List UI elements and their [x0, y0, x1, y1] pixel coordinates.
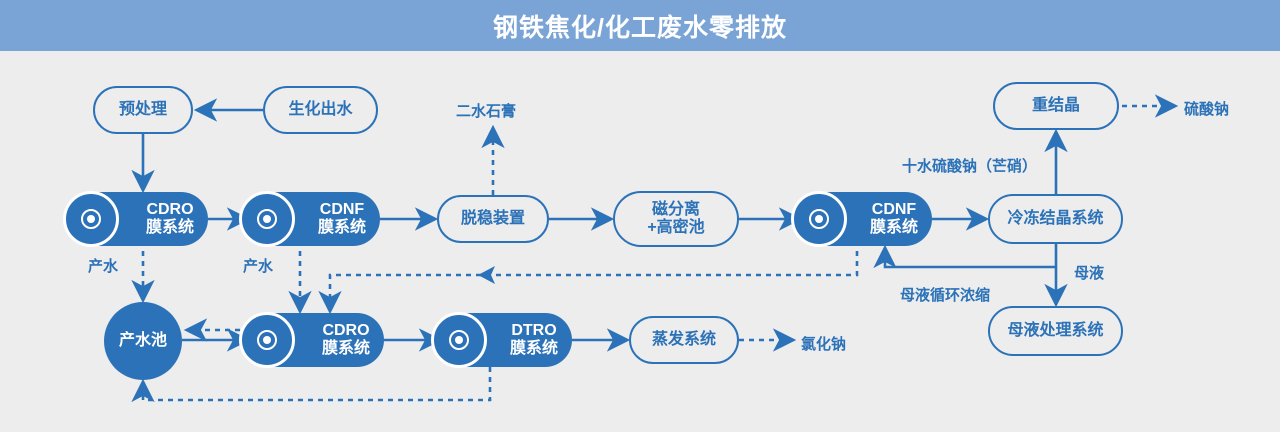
label-product-water-1: 产水	[88, 258, 119, 275]
node-label: 生化出水	[288, 101, 353, 119]
node-recrystallize[interactable]: 重结晶	[993, 82, 1119, 130]
membrane-disc-icon	[239, 191, 295, 247]
node-label: 脱稳装置	[460, 210, 525, 228]
node-evaporation-system[interactable]: 蒸发系统	[629, 316, 739, 364]
membrane-disc-icon	[431, 312, 487, 368]
membrane-disc-icon	[239, 312, 295, 368]
wire-cdnf2-recycle-to-cdro2	[318, 251, 859, 315]
node-destab-unit[interactable]: 脱稳装置	[437, 195, 549, 243]
node-label: 重结晶	[1031, 97, 1080, 115]
node-label: 预处理	[118, 101, 167, 119]
label-mirabilite: 十水硫酸钠（芒硝）	[902, 158, 1038, 175]
wire-dtro-bottom-to-pond	[131, 367, 492, 403]
node-mother-liquor-system[interactable]: 母液处理系统	[988, 306, 1123, 356]
label-mother-liquor: 母液	[1074, 265, 1105, 282]
connector-layer	[131, 94, 1179, 403]
membrane-disc-icon	[63, 191, 119, 247]
node-bio-effluent[interactable]: 生化出水	[263, 86, 378, 134]
node-product-water-pond[interactable]: 产水池	[104, 302, 182, 380]
wire-liquor-recirc-to-cdnf2	[873, 244, 1056, 269]
node-label: 蒸发系统	[651, 331, 716, 349]
node-freeze-cryst[interactable]: 冷冻结晶系统	[988, 194, 1123, 244]
arrowhead-recycle-mid	[478, 266, 495, 284]
header-bar: 钢铁焦化/化工废水零排放	[0, 0, 1280, 51]
page-title: 钢铁焦化/化工废水零排放	[493, 13, 787, 42]
membrane-disc-icon	[791, 191, 847, 247]
label-gypsum: 二水石膏	[456, 103, 517, 120]
node-pretreatment[interactable]: 预处理	[93, 86, 193, 134]
label-sodium-sulfate: 硫酸钠	[1184, 101, 1230, 118]
node-label: 冷冻结晶系统	[1007, 210, 1104, 228]
label-sodium-chloride: 氯化钠	[801, 336, 847, 353]
node-label: 母液处理系统	[1007, 322, 1104, 340]
label-product-water-2: 产水	[243, 258, 274, 275]
node-magsep-hdpond[interactable]: 磁分离+高密池	[613, 191, 739, 247]
label-liquor-recirc: 母液循环浓缩	[900, 287, 991, 304]
node-label: 产水池	[118, 332, 167, 350]
node-label: 磁分离+高密池	[647, 201, 705, 236]
